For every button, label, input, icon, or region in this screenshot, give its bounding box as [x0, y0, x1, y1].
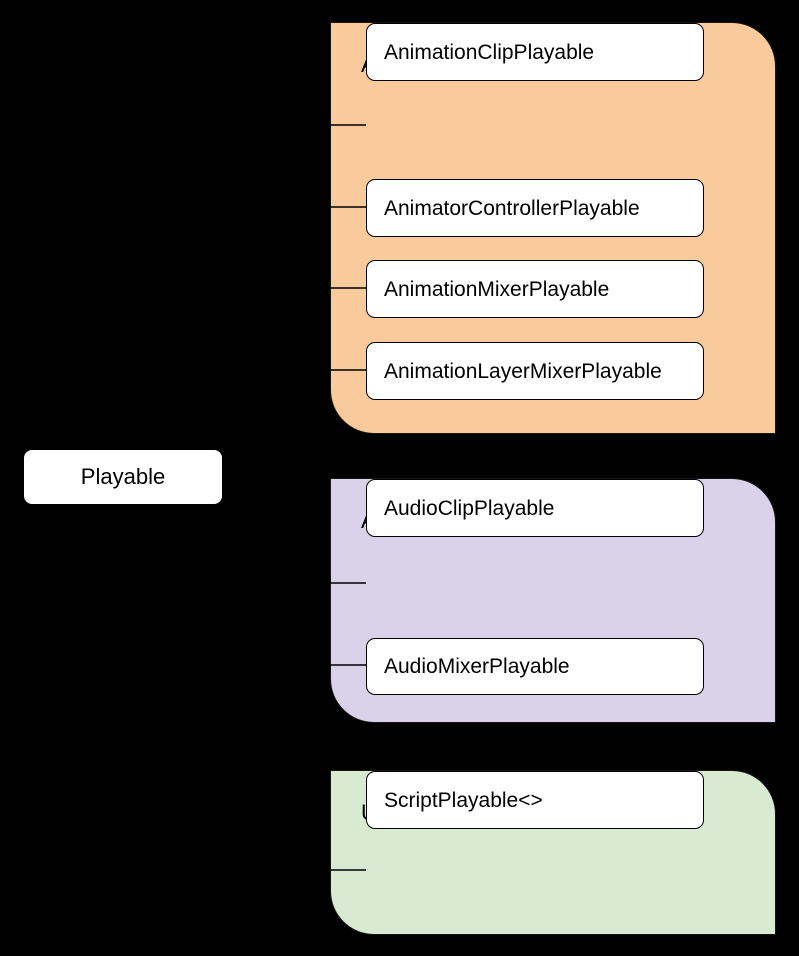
node-audio-mixer-playable: AudioMixerPlayable [366, 638, 704, 695]
node-label: AnimationClipPlayable [384, 40, 595, 64]
node-animation-mixer-playable: AnimationMixerPlayable [366, 260, 704, 318]
node-animation-clip-playable: AnimationClipPlayable [366, 23, 704, 81]
node-label: ScriptPlayable<> [384, 788, 543, 812]
node-label: AnimatorControllerPlayable [384, 196, 640, 220]
node-script-playable: ScriptPlayable<> [366, 771, 704, 829]
group-animation: Animation AnimatorControllerPlayable Ani… [330, 22, 776, 434]
group-audio: Audio AudioMixerPlayable AudioClipPlayab… [330, 478, 776, 723]
node-animation-layer-mixer-playable: AnimationLayerMixerPlayable [366, 342, 704, 400]
playable-node-label: Playable [80, 464, 166, 489]
node-label: AudioMixerPlayable [384, 655, 570, 678]
playable-node: Playable [23, 449, 223, 505]
node-label: AnimationLayerMixerPlayable [384, 359, 662, 383]
node-animator-controller-playable: AnimatorControllerPlayable [366, 179, 704, 237]
node-label: AnimationMixerPlayable [384, 277, 610, 301]
node-audio-clip-playable: AudioClipPlayable [366, 479, 704, 537]
node-label: AudioClipPlayable [384, 496, 555, 520]
group-user: User ScriptPlayable<> [330, 770, 776, 935]
